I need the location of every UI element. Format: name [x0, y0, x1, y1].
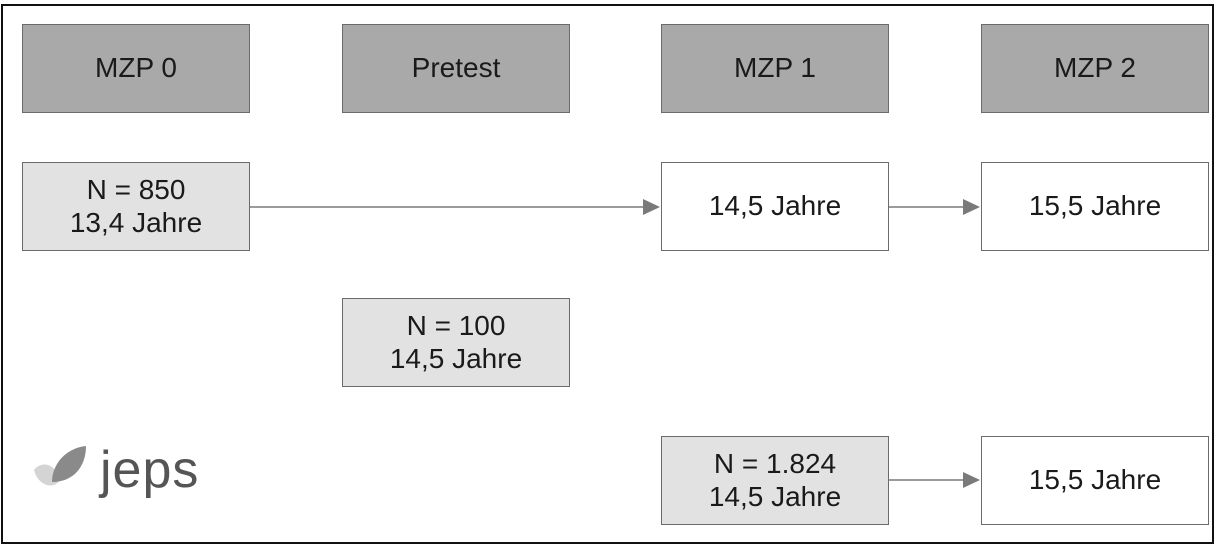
leaf-icon [34, 446, 86, 486]
arrows-layer [250, 199, 980, 488]
cohort1-start-box: N = 850 13,4 Jahre [22, 162, 250, 251]
header-label: MZP 1 [734, 52, 816, 84]
arrowhead [643, 199, 660, 215]
arrowhead [963, 472, 980, 488]
header-pretest: Pretest [342, 24, 570, 113]
sample-size: N = 100 [406, 310, 506, 342]
sample-size: N = 1.824 [713, 448, 837, 480]
cohort2-start-box: N = 1.824 14,5 Jahre [661, 436, 889, 525]
mean-age: 14,5 Jahre [389, 342, 523, 374]
cohort1-mzp1-box: 14,5 Jahre [661, 162, 889, 251]
header-label: MZP 2 [1054, 52, 1136, 84]
cohort2-mzp2-box: 15,5 Jahre [981, 436, 1209, 525]
jeps-logo: jeps [30, 440, 199, 500]
header-mzp1: MZP 1 [661, 24, 889, 113]
mean-age: 15,5 Jahre [1028, 464, 1162, 496]
sample-size: N = 850 [86, 174, 186, 206]
header-label: Pretest [411, 52, 501, 84]
mean-age: 14,5 Jahre [708, 190, 842, 222]
pretest-box: N = 100 14,5 Jahre [342, 298, 570, 387]
mean-age: 13,4 Jahre [69, 206, 203, 238]
header-label: MZP 0 [95, 52, 177, 84]
mean-age: 15,5 Jahre [1028, 190, 1162, 222]
cohort1-mzp2-box: 15,5 Jahre [981, 162, 1209, 251]
arrowhead [963, 199, 980, 215]
mean-age: 14,5 Jahre [708, 480, 842, 512]
header-mzp0: MZP 0 [22, 24, 250, 113]
header-mzp2: MZP 2 [981, 24, 1209, 113]
logo-text: jeps [100, 441, 200, 499]
